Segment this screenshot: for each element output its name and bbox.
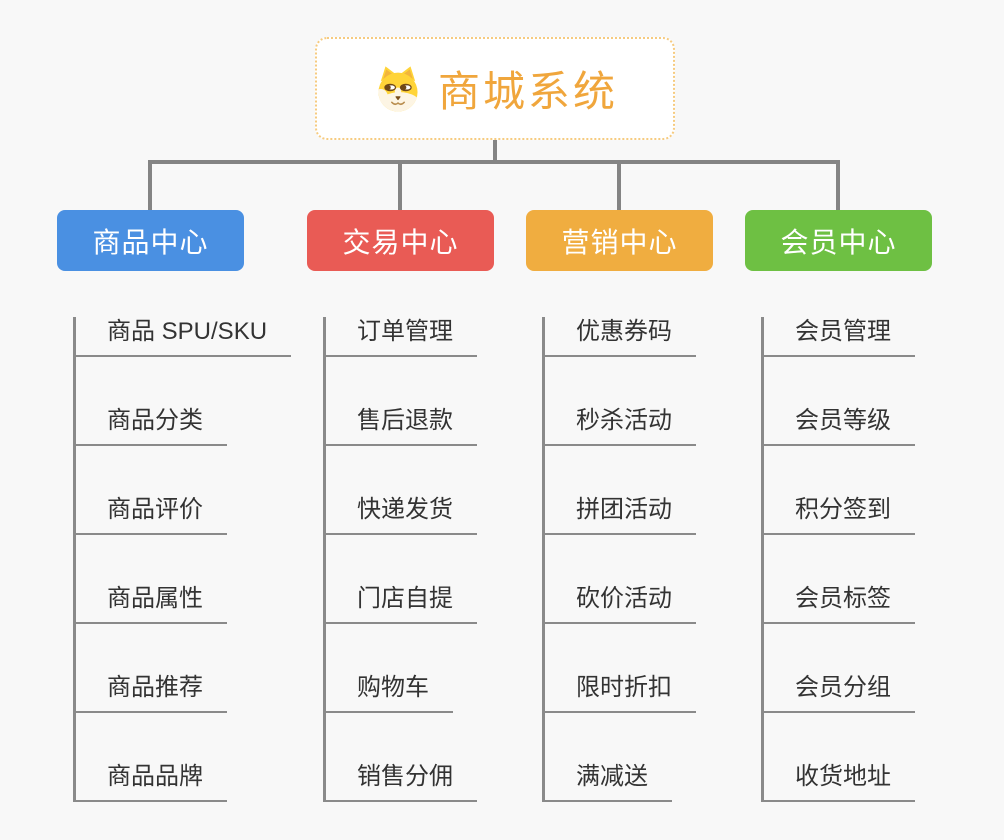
child-item[interactable]: 购物车 (326, 673, 453, 713)
child-item[interactable]: 商品推荐 (76, 673, 227, 713)
connector-drop-members (836, 160, 840, 210)
branch-member-center: 会员中心 会员管理 会员等级 积分签到 会员标签 会员分组 收货地址 (745, 210, 985, 802)
child-item[interactable]: 会员标签 (764, 584, 915, 624)
branch-trade-center: 交易中心 订单管理 售后退款 快递发货 门店自提 购物车 销售分佣 (307, 210, 547, 802)
child-item[interactable]: 收货地址 (764, 762, 915, 802)
root-title: 商城系统 (437, 68, 618, 115)
connector-root-stem (493, 140, 497, 162)
branch-children-marketing-center: 优惠券码 秒杀活动 拼团活动 砍价活动 限时折扣 满减送 (542, 317, 766, 802)
branch-children-trade-center: 订单管理 售后退款 快递发货 门店自提 购物车 销售分佣 (323, 317, 547, 802)
branch-marketing-center: 营销中心 优惠券码 秒杀活动 拼团活动 砍价活动 限时折扣 满减送 (526, 210, 766, 802)
connector-drop-products (148, 160, 152, 210)
root-node[interactable]: 商城系统 (315, 37, 675, 140)
branch-product-center: 商品中心 商品 SPU/SKU 商品分类 商品评价 商品属性 商品推荐 商品品牌 (57, 210, 297, 802)
child-item[interactable]: 售后退款 (326, 406, 477, 446)
child-item[interactable]: 拼团活动 (545, 495, 696, 535)
branch-header-trade-center[interactable]: 交易中心 (307, 210, 494, 271)
child-item[interactable]: 会员分组 (764, 673, 915, 713)
child-item[interactable]: 快递发货 (326, 495, 477, 535)
child-item[interactable]: 商品品牌 (76, 762, 227, 802)
child-item[interactable]: 商品 SPU/SKU (76, 317, 292, 357)
child-item[interactable]: 限时折扣 (545, 673, 696, 713)
branch-header-member-center[interactable]: 会员中心 (745, 210, 932, 271)
child-item[interactable]: 门店自提 (326, 584, 477, 624)
branch-children-member-center: 会员管理 会员等级 积分签到 会员标签 会员分组 收货地址 (761, 317, 985, 802)
child-item[interactable]: 会员管理 (764, 317, 915, 357)
connector-horizontal-bar (148, 160, 840, 164)
child-item[interactable]: 销售分佣 (326, 762, 477, 802)
child-item[interactable]: 商品分类 (76, 406, 227, 446)
dog-face-icon (378, 65, 418, 112)
child-item[interactable]: 砍价活动 (545, 584, 696, 624)
child-item[interactable]: 商品属性 (76, 584, 227, 624)
branch-header-marketing-center[interactable]: 营销中心 (526, 210, 713, 271)
branch-header-product-center[interactable]: 商品中心 (57, 210, 244, 271)
child-item[interactable]: 商品评价 (76, 495, 227, 535)
child-item[interactable]: 秒杀活动 (545, 406, 696, 446)
child-item[interactable]: 积分签到 (764, 495, 915, 535)
child-item[interactable]: 会员等级 (764, 406, 915, 446)
branch-children-product-center: 商品 SPU/SKU 商品分类 商品评价 商品属性 商品推荐 商品品牌 (73, 317, 297, 802)
child-item[interactable]: 满减送 (545, 762, 672, 802)
child-item[interactable]: 订单管理 (326, 317, 477, 357)
connector-drop-trade (398, 160, 402, 210)
connector-drop-marketing (617, 160, 621, 210)
child-item[interactable]: 优惠券码 (545, 317, 696, 357)
